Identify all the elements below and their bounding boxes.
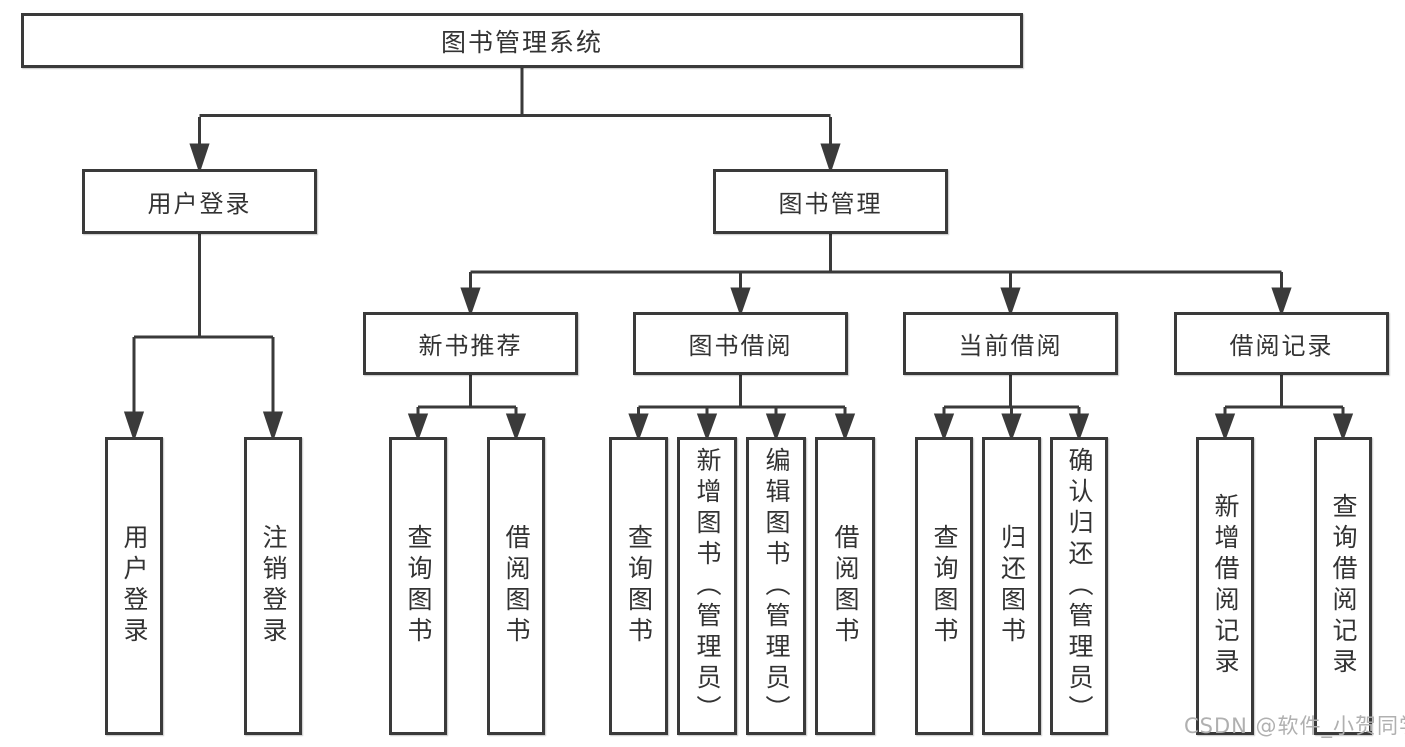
- node-user-login: 用户登录: [82, 169, 317, 234]
- node-user-login-label: 用户登录: [147, 190, 252, 218]
- leaf-user-login-label: 用户登录: [120, 524, 149, 648]
- node-book-borrowing: 图书借阅: [633, 312, 848, 375]
- leaf-borrow-books-1-label: 借阅图书: [502, 524, 531, 648]
- leaf-logout: 注销登录: [244, 437, 302, 735]
- node-system-root: 图书管理系统: [21, 13, 1023, 68]
- node-book-borrowing-label: 图书借阅: [688, 332, 793, 360]
- leaf-borrow-books-2: 借阅图书: [815, 437, 875, 735]
- node-book-management: 图书管理: [713, 169, 948, 234]
- node-new-book-recommend-label: 新书推荐: [418, 332, 523, 360]
- connector-user-login: [134, 234, 273, 339]
- leaf-return-books-label: 归还图书: [997, 524, 1027, 648]
- leaf-add-books-admin-label: 新增图书（管理员）: [693, 446, 722, 726]
- leaf-borrow-books-2-label: 借阅图书: [831, 524, 860, 648]
- connector-new-books: [418, 375, 516, 409]
- node-system-root-label: 图书管理系统: [440, 27, 603, 57]
- node-borrow-records-label: 借阅记录: [1229, 332, 1334, 360]
- connector-borrow-records: [1225, 375, 1343, 409]
- leaf-add-books-admin: 新增图书（管理员）: [677, 437, 737, 735]
- leaf-query-books-2: 查询图书: [609, 437, 668, 735]
- leaf-return-books: 归还图书: [982, 437, 1041, 735]
- leaf-query-books-1-label: 查询图书: [404, 524, 433, 648]
- leaf-query-books-3-label: 查询图书: [930, 524, 959, 648]
- leaf-query-borrow-record: 查询借阅记录: [1314, 437, 1372, 735]
- leaf-query-books-2-label: 查询图书: [624, 524, 654, 648]
- connector-root: [199, 68, 831, 117]
- connector-current-borrow: [944, 375, 1079, 409]
- leaf-query-books-3: 查询图书: [915, 437, 973, 735]
- leaf-edit-books-admin-label: 编辑图书（管理员）: [762, 446, 791, 726]
- leaf-add-borrow-record: 新增借阅记录: [1196, 437, 1254, 735]
- connector-book-mgmt: [470, 234, 1282, 274]
- leaf-add-borrow-record-label: 新增借阅记录: [1211, 493, 1240, 679]
- leaf-borrow-books-1: 借阅图书: [487, 437, 545, 735]
- node-borrow-records: 借阅记录: [1174, 312, 1389, 375]
- leaf-query-books-1: 查询图书: [389, 437, 447, 735]
- leaf-user-login: 用户登录: [105, 437, 163, 735]
- leaf-query-borrow-record-label: 查询借阅记录: [1329, 493, 1358, 679]
- node-new-book-recommend: 新书推荐: [363, 312, 578, 375]
- leaf-logout-label: 注销登录: [259, 524, 288, 648]
- connector-book-borrow: [638, 375, 845, 409]
- node-book-management-label: 图书管理: [778, 190, 883, 218]
- node-current-borrowing-label: 当前借阅: [958, 332, 1063, 360]
- leaf-edit-books-admin: 编辑图书（管理员）: [746, 437, 806, 735]
- leaf-confirm-return-admin-label: 确认归还（管理员）: [1065, 446, 1094, 726]
- watermark: CSDN @软件_小贺同学: [1184, 714, 1405, 738]
- leaf-confirm-return-admin: 确认归还（管理员）: [1050, 437, 1108, 735]
- node-current-borrowing: 当前借阅: [903, 312, 1118, 375]
